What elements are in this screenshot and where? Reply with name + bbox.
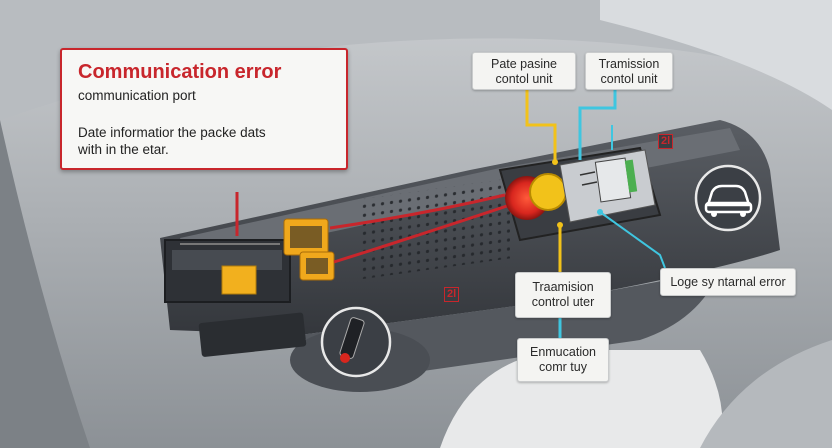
label-enmucation: Enmucation comr tuy	[517, 338, 609, 382]
error-title: Communication error	[78, 61, 282, 83]
label-logic-error: Loge sy ntarnal error	[660, 268, 796, 296]
error-body-line2: with in the etar.	[78, 142, 169, 157]
error-body-line1: Date informatior the packe dats	[78, 125, 266, 140]
module-icon	[283, 218, 335, 281]
error-panel: Communication error communication port D…	[60, 48, 348, 170]
probe-icon	[320, 306, 392, 378]
car-icon	[694, 164, 762, 232]
label-tramission-unit: Tramission contol unit	[585, 52, 673, 90]
error-body: Date informatior the packe dats with in …	[78, 124, 346, 158]
error-subtitle: communication port	[78, 88, 196, 103]
badge-lower: 2l	[444, 287, 460, 302]
connector-icon	[164, 239, 291, 303]
label-traamision-control: Traamision control uter	[515, 272, 611, 318]
label-pate-pasine: Pate pasine contol unit	[472, 52, 576, 90]
transmission-unit	[498, 146, 662, 242]
badge-upper: 2l	[658, 134, 674, 149]
